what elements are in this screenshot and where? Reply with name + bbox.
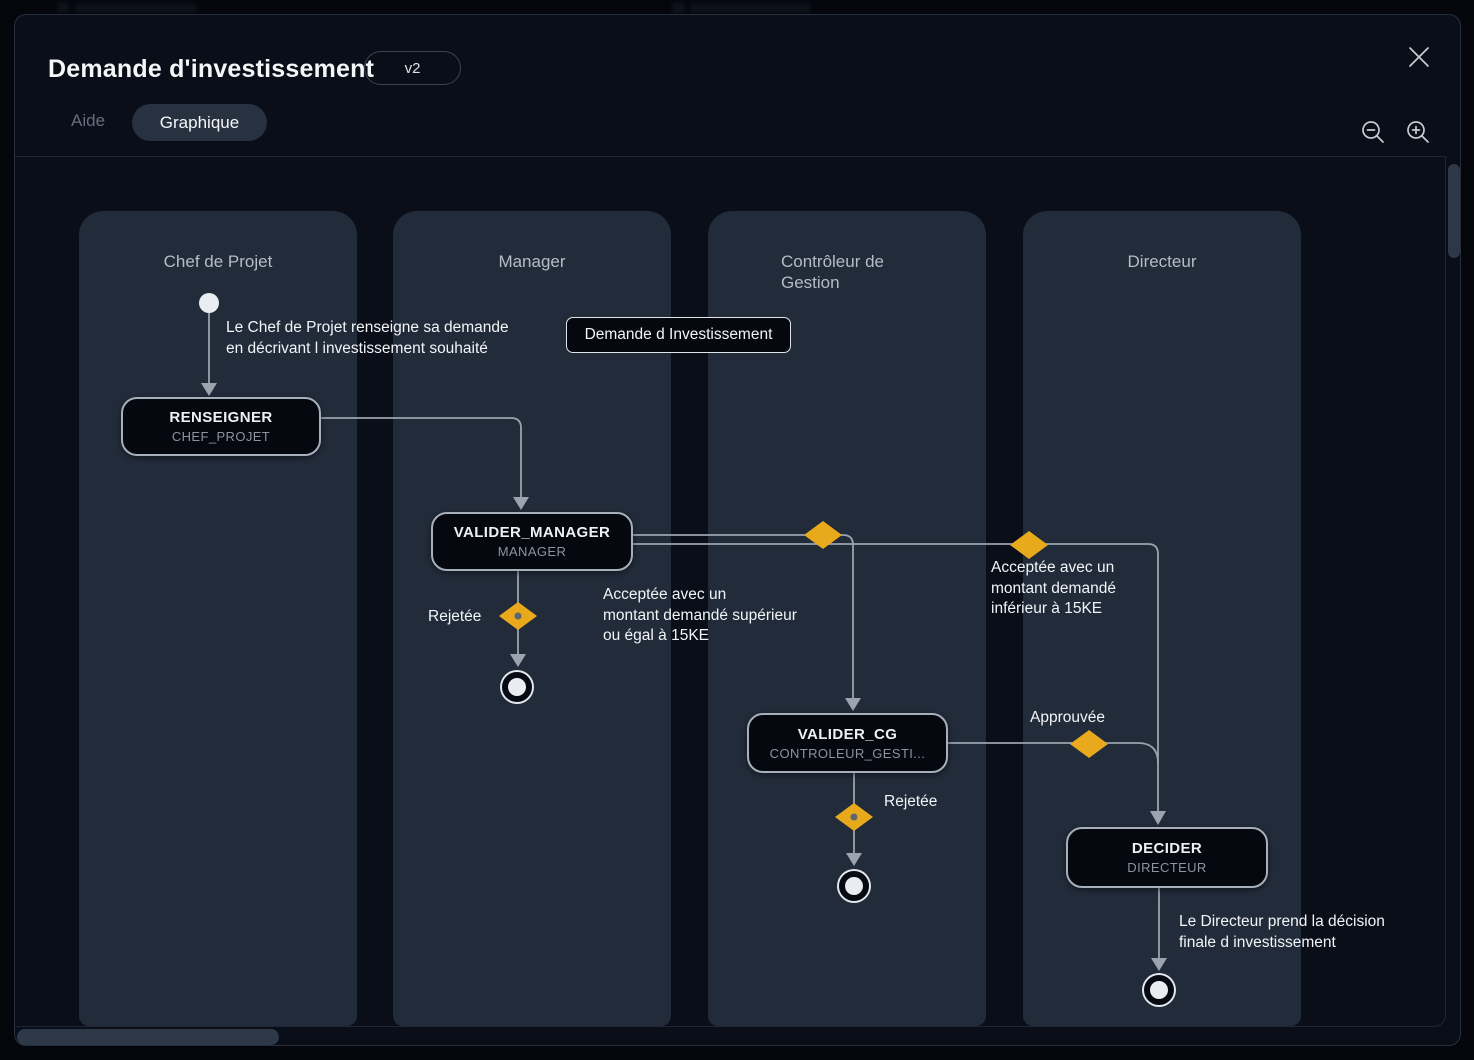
- close-button[interactable]: [1406, 44, 1432, 70]
- start-event: [199, 293, 219, 313]
- version-badge: v2: [364, 51, 461, 85]
- background-app-text: [75, 3, 197, 13]
- node-subtitle: MANAGER: [497, 544, 567, 559]
- node-subtitle: CONTROLEUR_GESTI...: [769, 745, 926, 761]
- diagram-canvas: [15, 156, 1446, 1027]
- end-event-cg-rejetee: [839, 871, 869, 901]
- page-title: Demande d'investissement: [48, 55, 375, 83]
- background-app-icon: [57, 2, 69, 13]
- zoom-in-icon: [1407, 121, 1429, 143]
- version-badge-label: v2: [404, 59, 421, 77]
- lane-title: Contrôleur de Gestion: [781, 252, 885, 292]
- lane-chef-de-projet: Chef de Projet: [79, 211, 357, 1026]
- zoom-in-button[interactable]: [1405, 119, 1431, 145]
- node-title: RENSEIGNER: [169, 409, 273, 426]
- node-title: VALIDER_MANAGER: [453, 524, 611, 541]
- background-app-icon: [672, 2, 685, 14]
- node-title: DECIDER: [1131, 840, 1203, 857]
- task-node-renseigner[interactable]: RENSEIGNER CHEF_PROJET: [121, 397, 321, 456]
- lane-title: Directeur: [1127, 252, 1197, 271]
- edge-label-approuvee: Approuvée: [1030, 709, 1105, 726]
- tab-graphique[interactable]: Graphique: [132, 104, 267, 141]
- horizontal-scrollbar-thumb[interactable]: [17, 1029, 279, 1045]
- node-title: VALIDER_CG: [797, 725, 898, 743]
- artifact-demande-investissement[interactable]: Demande d Investissement: [566, 317, 791, 353]
- task-node-valider-manager[interactable]: VALIDER_MANAGER MANAGER: [431, 512, 633, 571]
- end-event-manager-rejetee: [502, 672, 532, 702]
- annotation-end: Le Directeur prend la décision finale d …: [1179, 913, 1385, 951]
- lane-title: Manager: [498, 252, 566, 271]
- vertical-scrollbar-thumb[interactable]: [1448, 164, 1460, 258]
- lane-title: Chef de Projet: [163, 252, 273, 271]
- tab-graphique-label: Graphique: [159, 112, 240, 132]
- edge-label-rejetee-manager: Rejetée: [428, 608, 482, 625]
- task-node-valider-cg[interactable]: VALIDER_CG CONTROLEUR_GESTI...: [747, 713, 948, 773]
- edge-label-acceptee-inferieur: Acceptée avec un montant demandé inférie…: [991, 559, 1116, 617]
- end-event-final: [1144, 975, 1174, 1005]
- edge-label-rejetee-cg: Rejetée: [884, 793, 938, 810]
- artifact-label: Demande d Investissement: [584, 326, 773, 343]
- edge-label-acceptee-superieur: Acceptée avec un montant demandé supérie…: [603, 586, 797, 644]
- close-icon: [1409, 47, 1429, 67]
- background-app-text: [690, 3, 810, 13]
- workflow-dialog: Demande d'investissement v2 Aide Graphiq…: [14, 14, 1461, 1046]
- zoom-out-icon: [1362, 121, 1384, 143]
- node-subtitle: DIRECTEUR: [1127, 860, 1207, 875]
- annotation-start: Le Chef de Projet renseigne sa demande e…: [226, 319, 509, 357]
- tab-aide[interactable]: Aide: [71, 111, 106, 130]
- node-subtitle: CHEF_PROJET: [171, 429, 271, 444]
- task-node-decider[interactable]: DECIDER DIRECTEUR: [1066, 827, 1268, 888]
- zoom-out-button[interactable]: [1360, 119, 1386, 145]
